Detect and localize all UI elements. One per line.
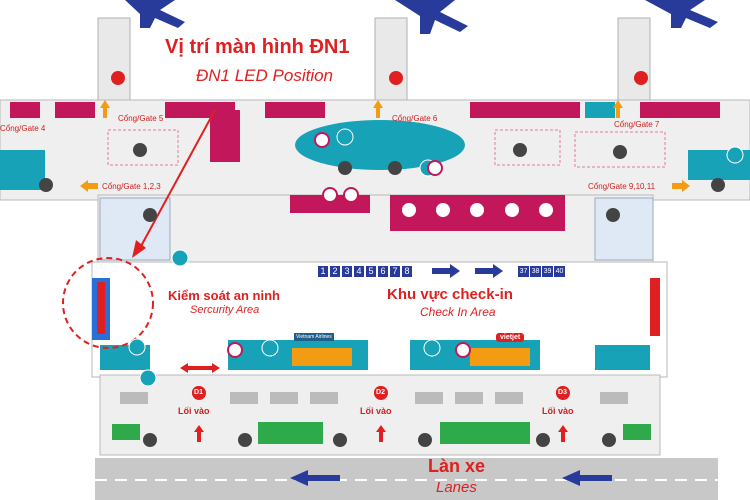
shop-strip <box>470 102 580 118</box>
led-pointer-arrow <box>139 109 216 249</box>
gate-7-label: Cổng/Gate 7 <box>614 120 660 129</box>
entry-side-arrow-icon <box>180 363 220 373</box>
teal-block <box>595 345 650 370</box>
bench <box>415 392 443 404</box>
food-icon <box>128 128 744 387</box>
food-court-oval <box>295 120 465 170</box>
counter-number: 6 <box>378 266 388 277</box>
waiting-area <box>494 129 561 166</box>
restroom-icon <box>39 143 725 447</box>
bench <box>270 392 298 404</box>
counter-strip-right: 37 38 39 40 <box>518 266 566 279</box>
entrance-arrow-icon <box>194 425 568 442</box>
bench <box>230 392 258 404</box>
entrance-d3-badge: D3 <box>556 386 569 399</box>
gate-1-2-3-label: Cổng/Gate 1,2,3 <box>102 182 161 191</box>
shop-strip <box>640 102 720 118</box>
bench <box>495 392 523 404</box>
counter-strip-left: 1 2 3 4 5 6 7 8 <box>318 266 414 279</box>
counter-band-orange <box>470 348 530 366</box>
entrance-d3-label: Lối vào <box>542 406 574 416</box>
aircraft-icon-left <box>125 0 185 28</box>
right-room <box>594 197 654 261</box>
aircraft-icon-center <box>395 0 468 34</box>
led-position-title: Vị trí màn hình ĐN1 <box>165 36 350 58</box>
green-area <box>623 424 651 440</box>
shop-strip <box>265 102 325 118</box>
checkin-flow-arrow-icon <box>432 264 503 278</box>
security-area-subtitle: Sercurity Area <box>190 304 260 316</box>
lane-arrow-icon <box>290 470 612 486</box>
bench <box>310 392 338 404</box>
gate-pier-right <box>617 17 651 105</box>
gate-5-label: Cổng/Gate 5 <box>118 114 164 123</box>
counter-number: 7 <box>390 266 400 277</box>
bench <box>120 392 148 404</box>
counter-number: 39 <box>542 266 553 277</box>
green-area <box>112 424 140 440</box>
entrance-d2-label: Lối vào <box>360 406 392 416</box>
lanes-subtitle: Lanes <box>436 479 477 496</box>
gate-4-label: Cổng/Gate 4 <box>0 124 46 133</box>
counter-number: 5 <box>366 266 376 277</box>
security-zone-red <box>97 282 105 334</box>
led-position-subtitle: ĐN1 LED Position <box>196 66 334 85</box>
waiting-area <box>107 129 179 166</box>
counter-band-orange <box>292 348 352 366</box>
counter-number: 37 <box>518 266 529 277</box>
counter-number: 1 <box>318 266 328 277</box>
counter-number: 2 <box>330 266 340 277</box>
counter-number: 40 <box>554 266 565 277</box>
bench <box>600 392 628 404</box>
checkin-area-subtitle: Check In Area <box>420 305 496 319</box>
shop-strip <box>10 102 40 118</box>
lanes-title: Làn xe <box>428 456 486 476</box>
gate-pier-center <box>374 17 408 105</box>
magenta-block <box>210 110 240 162</box>
right-red-bar <box>650 278 660 336</box>
vietjet-logo: vietjet <box>496 333 525 342</box>
entrance-d2-badge: D2 <box>374 386 387 399</box>
checkin-area-title: Khu vực check-in <box>387 286 513 303</box>
shopping-icon <box>227 132 555 358</box>
shop-strip-teal <box>585 102 615 118</box>
gate-6-label: Cổng/Gate 6 <box>392 114 438 123</box>
gate-pier-left <box>97 17 131 105</box>
counter-number: 8 <box>402 266 412 277</box>
checkin-hall <box>91 261 668 378</box>
security-area-title: Kiểm soát an ninh <box>168 288 280 303</box>
waiting-area <box>574 131 666 168</box>
gate-9-10-11-label: Cổng/Gate 9,10,11 <box>588 182 656 191</box>
gate-arrow-icon <box>80 100 690 192</box>
teal-block <box>0 150 45 190</box>
aircraft-icon-right <box>645 0 718 28</box>
bench <box>455 392 483 404</box>
plane-pin-icon <box>111 71 648 85</box>
green-area <box>440 422 530 444</box>
shop-strip <box>55 102 95 118</box>
led-highlight-circle <box>62 257 154 349</box>
entrance-d1-label: Lối vào <box>178 406 210 416</box>
entrance-d1-badge: D1 <box>192 386 205 399</box>
counter-number: 4 <box>354 266 364 277</box>
counter-number: 38 <box>530 266 541 277</box>
vietnam-airlines-logo: Vietnam Airlines <box>294 333 334 341</box>
led-pointer-arrowhead <box>132 240 146 258</box>
green-area <box>258 422 323 444</box>
counter-number: 3 <box>342 266 352 277</box>
